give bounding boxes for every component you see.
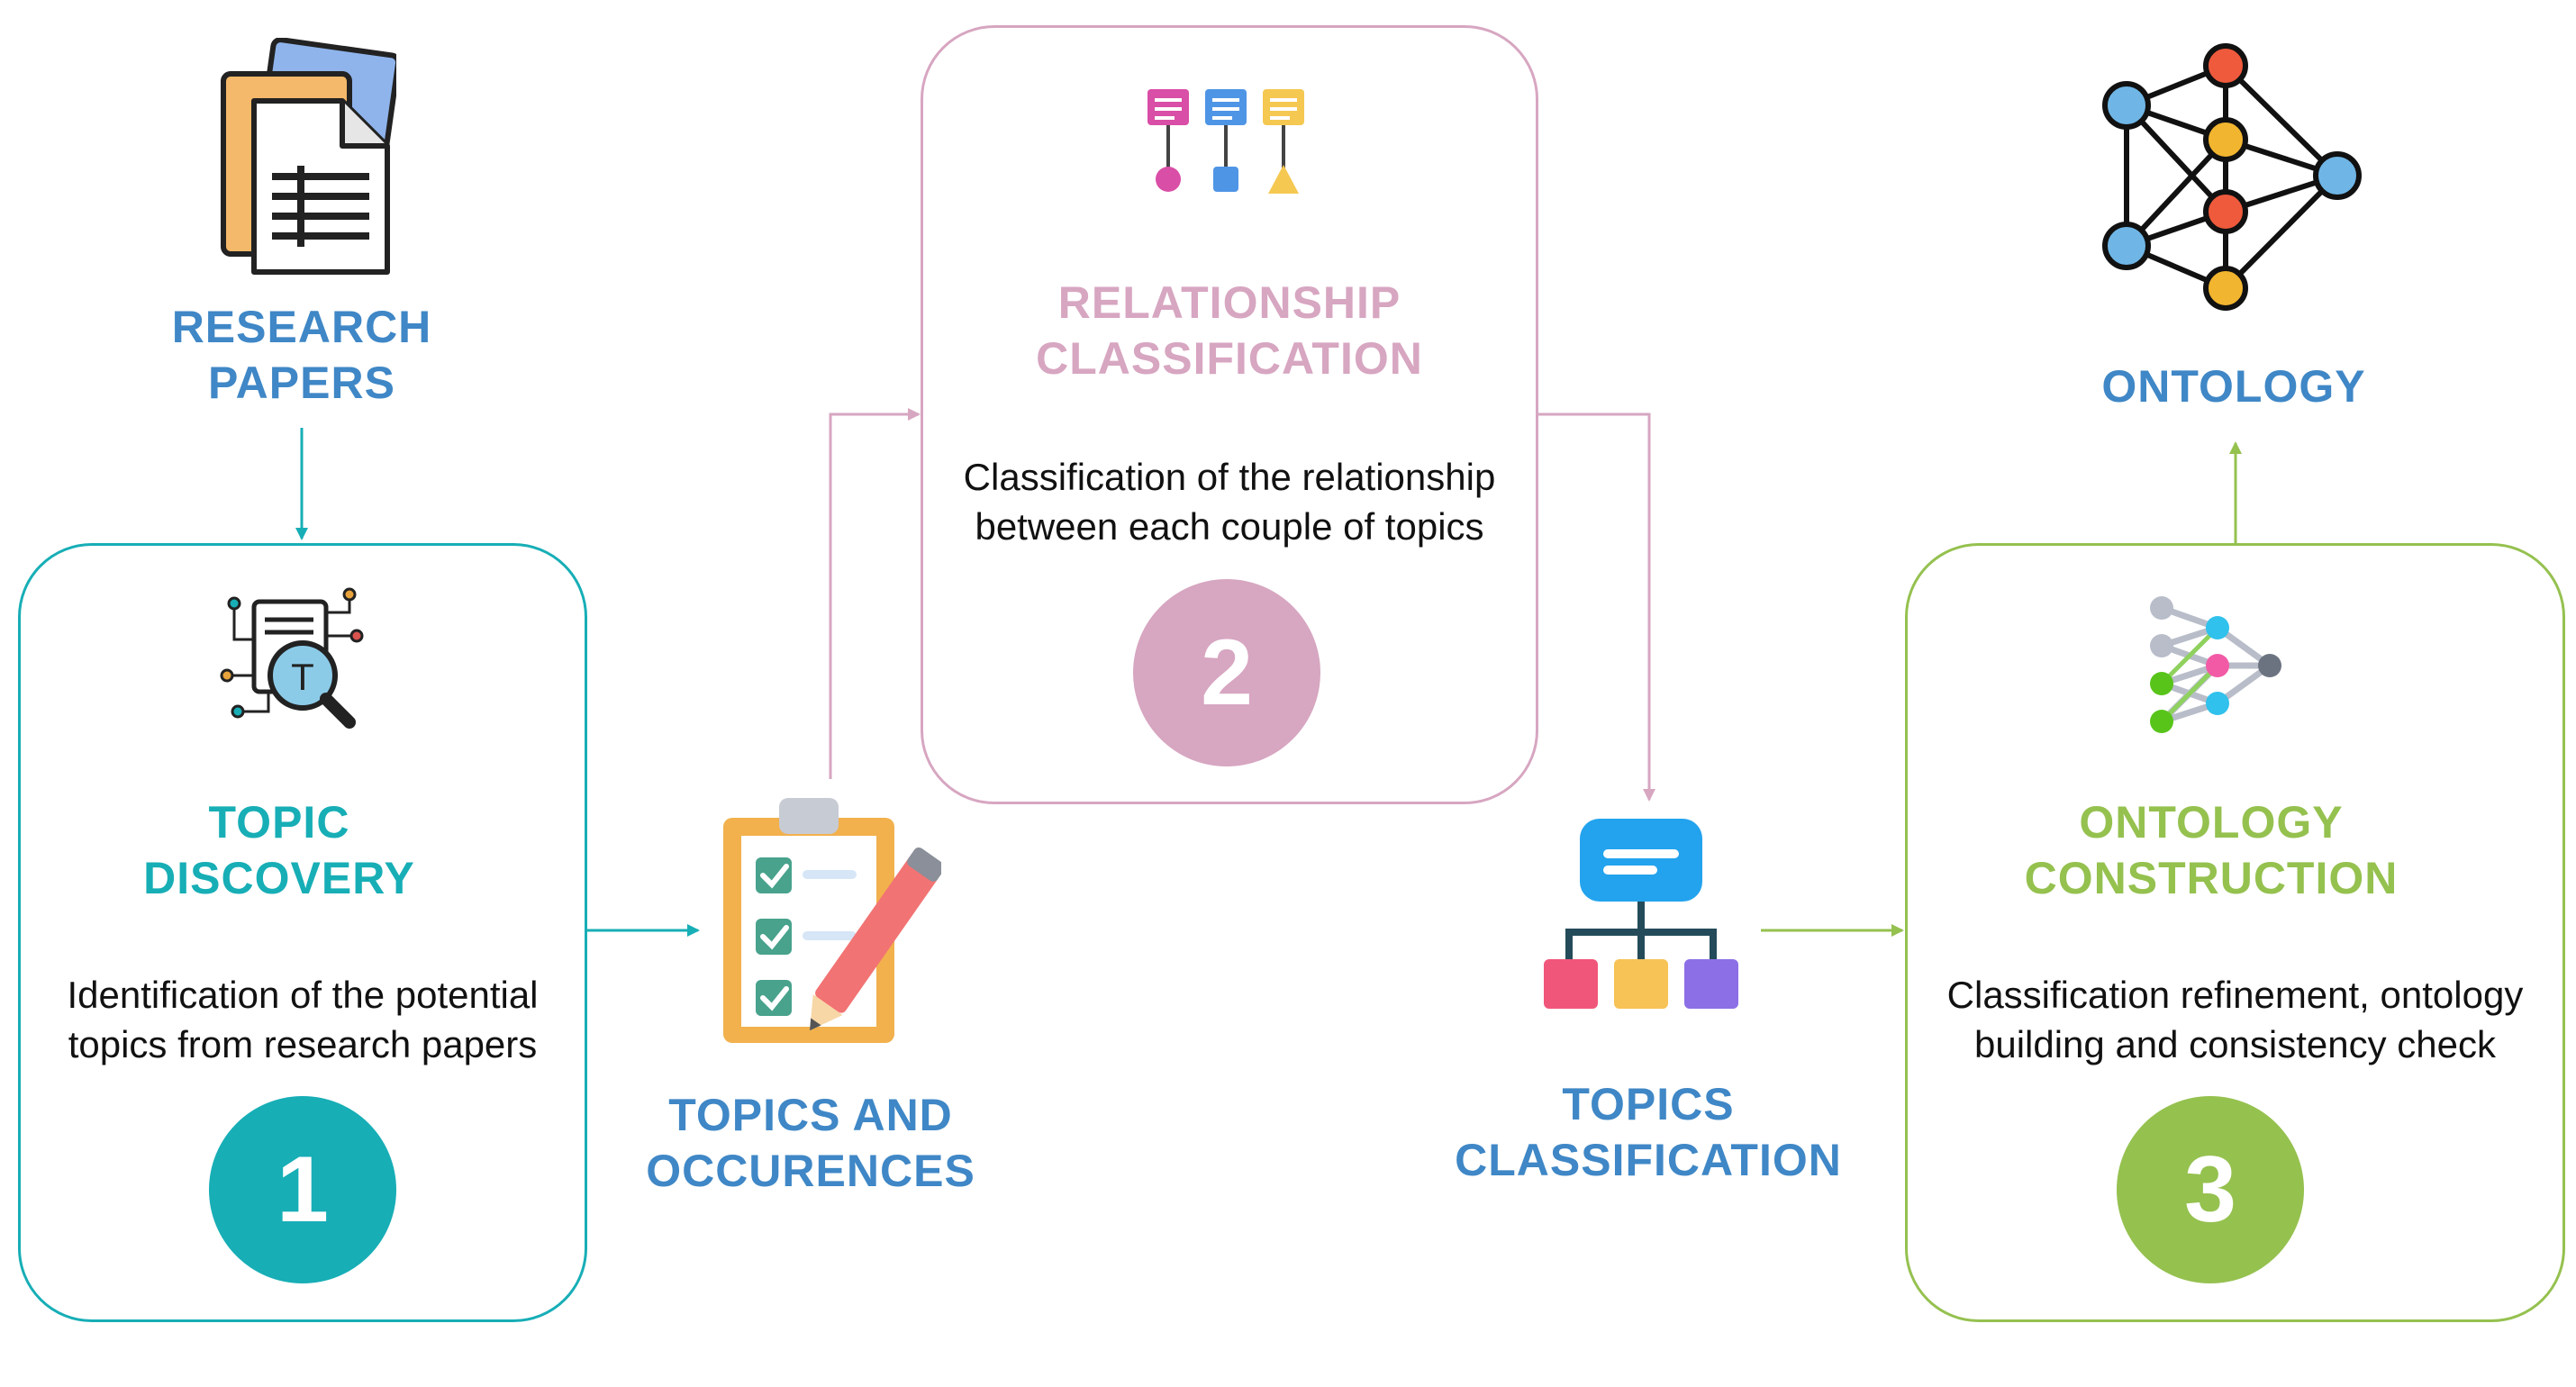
documents-icon <box>221 38 396 275</box>
relationship-icon <box>1147 89 1304 194</box>
neural-network-icon <box>2150 596 2281 733</box>
checklist-icon <box>723 798 941 1043</box>
ontology-label: ONTOLOGY <box>2101 361 2366 412</box>
arrow-relationship-to-classification <box>1538 412 1655 802</box>
ontology-construction-description: Classification refinement, ontology buil… <box>1946 974 2524 1065</box>
step-badge-1: 1 <box>209 1096 396 1283</box>
topic-search-icon: T <box>220 587 364 729</box>
network-graph-icon <box>2102 43 2362 311</box>
arrow-occurences-to-relationship <box>829 408 921 779</box>
topic-discovery-description: Identification of the potential topics f… <box>67 974 539 1065</box>
relationship-classification-description: Classification of the relationship betwe… <box>963 456 1496 548</box>
hierarchy-icon <box>1544 819 1738 1009</box>
svg-text:T: T <box>291 656 314 698</box>
step-badge-3: 3 <box>2117 1096 2304 1283</box>
step-badge-2: 2 <box>1133 579 1320 766</box>
